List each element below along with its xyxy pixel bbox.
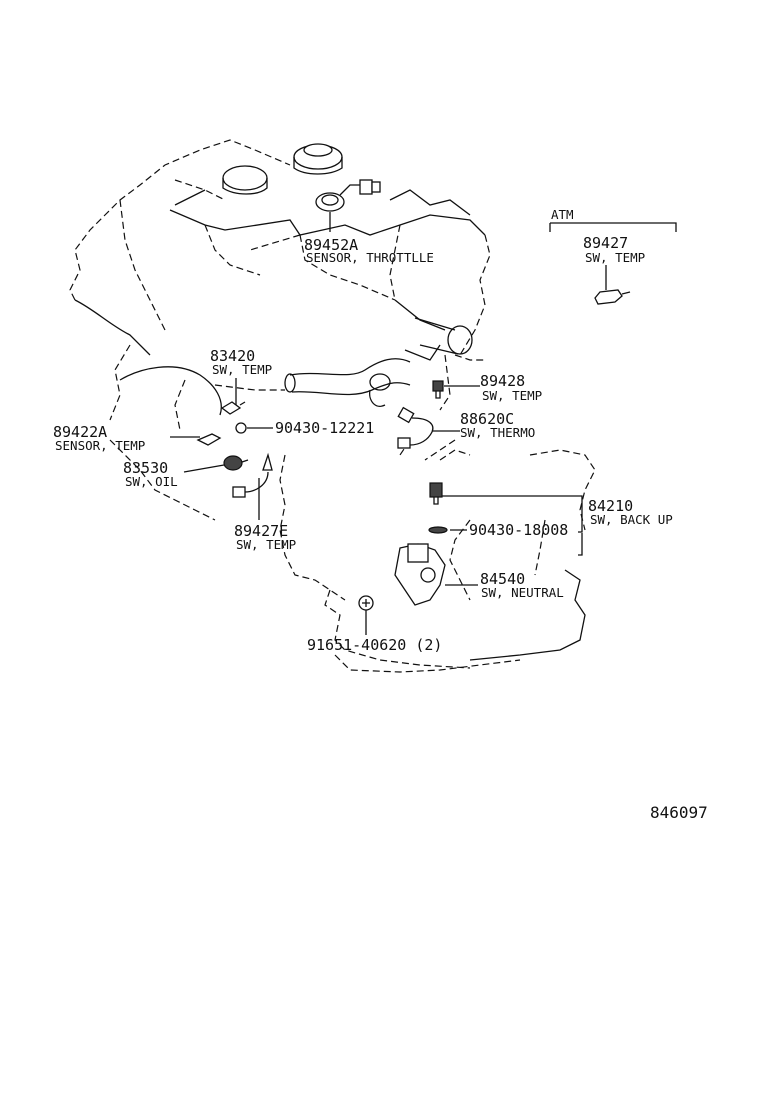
part-name: SW, TEMP xyxy=(585,250,645,265)
callout-89428: 89428 SW, TEMP xyxy=(480,372,542,403)
part-number: 89427 xyxy=(583,234,628,252)
part-name: SENSOR, TEMP xyxy=(55,438,145,453)
part-name: SENSOR, THROTTLLE xyxy=(306,250,434,265)
part-name: SW, TEMP xyxy=(482,388,542,403)
callout-83530: 83530 SW, OIL xyxy=(123,459,178,489)
callout-90430-12221: 90430-12221 xyxy=(275,419,374,437)
callout-88620C: 88620C SW, THERMO xyxy=(460,410,535,440)
part-number: 83530 xyxy=(123,459,168,477)
callout-84210: 84210 SW, BACK UP xyxy=(588,497,673,527)
group-label-atm: ATM xyxy=(551,207,574,222)
part-number: 90430-12221 xyxy=(275,419,374,437)
part-number: 83420 xyxy=(210,347,255,365)
part-shapes xyxy=(196,179,631,611)
part-number: 89428 xyxy=(480,372,525,390)
callout-89427: 89427 SW, TEMP xyxy=(583,234,645,265)
part-name: SW, TEMP xyxy=(212,362,272,377)
callout-84540: 84540 SW, NEUTRAL xyxy=(480,570,564,600)
part-name: SW, NEUTRAL xyxy=(481,585,564,600)
part-number: 89427E xyxy=(234,522,288,540)
callout-91651-40620: 91651-40620 (2) xyxy=(307,636,442,654)
engine-outline xyxy=(69,139,596,673)
callout-89422A: 89422A SENSOR, TEMP xyxy=(53,423,145,453)
callout-89427E: 89427E SW, TEMP xyxy=(234,522,296,552)
part-number: 89422A xyxy=(53,423,107,441)
part-name: SW, TEMP xyxy=(236,537,296,552)
figure-id: 846097 xyxy=(650,803,708,822)
part-number: 84540 xyxy=(480,570,525,588)
part-number: 88620C xyxy=(460,410,514,428)
part-number: 84210 xyxy=(588,497,633,515)
part-name: SW, OIL xyxy=(125,474,178,489)
part-number: 89452A xyxy=(304,236,358,254)
part-number: 90430-18008 xyxy=(469,521,568,539)
callout-83420: 83420 SW, TEMP xyxy=(210,347,272,377)
callout-89452A: 89452A SENSOR, THROTTLLE xyxy=(304,236,434,265)
part-number: 91651-40620 (2) xyxy=(307,636,442,654)
part-name: SW, THERMO xyxy=(460,425,535,440)
callout-90430-18008: 90430-18008 xyxy=(469,521,568,539)
leader-lines xyxy=(170,212,677,635)
part-name: SW, BACK UP xyxy=(590,512,673,527)
